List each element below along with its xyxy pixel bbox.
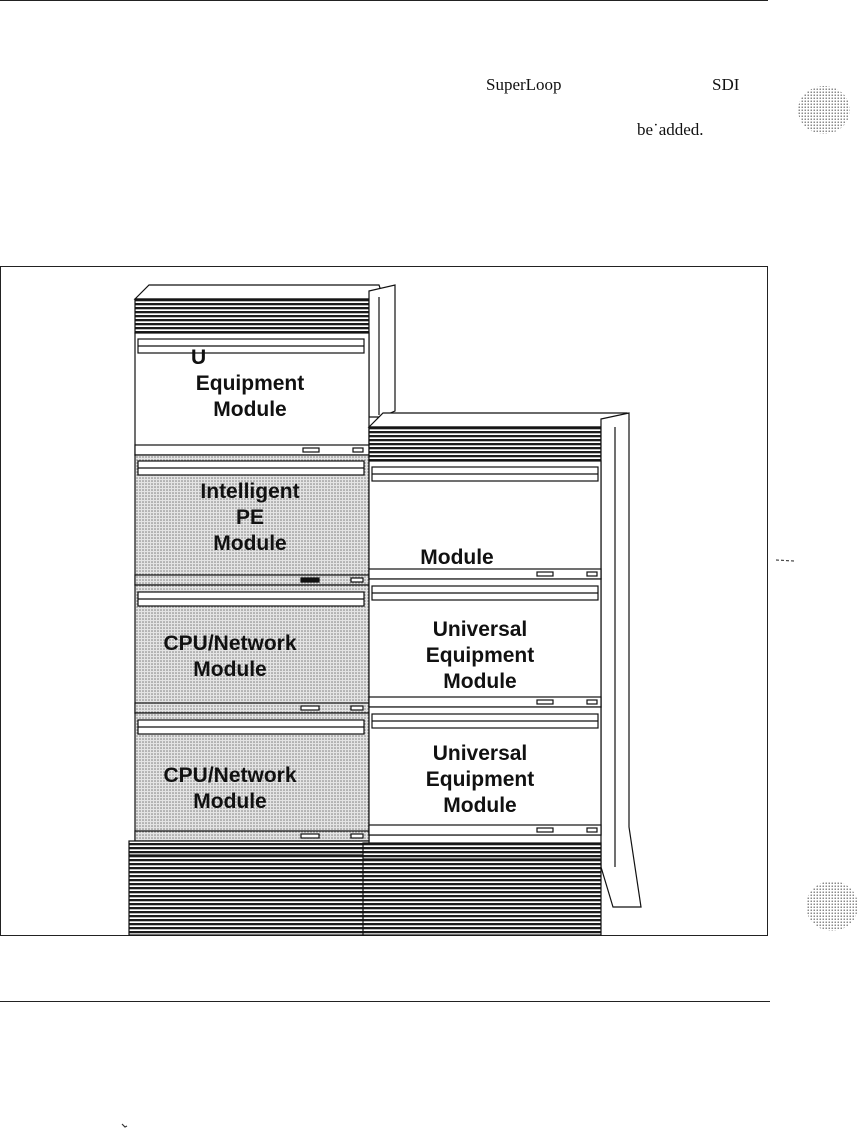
label-universal-1-line1: Universal (432, 618, 528, 641)
label-universal-1-line2: Equipment (425, 644, 535, 667)
label-universal-1-line3: Module (443, 670, 517, 693)
label-universal-module-1: Universal Equipment Module (375, 617, 585, 695)
margin-dot-bottom (806, 881, 858, 931)
text-superloop: SuperLoop (486, 75, 562, 94)
right-side-panel (600, 412, 642, 908)
label-universal-2-line3: Module (443, 794, 517, 817)
left-module-2 (134, 454, 370, 586)
label-universal-2-line1: Universal (432, 742, 528, 765)
margin-dot-top (798, 86, 850, 134)
figure-frame: U Equipment Module Intelligent PE Module… (0, 266, 768, 936)
stray-mark (121, 1123, 128, 1128)
left-top-band (134, 298, 370, 334)
right-base (362, 842, 602, 936)
left-top-lid (133, 284, 382, 300)
left-cabinet (128, 284, 396, 936)
label-universal-2-line2: Equipment (425, 768, 535, 791)
label-cpu-network-2-line1: CPU/Network (163, 764, 297, 787)
label-cpu-network-2-line2: Module (193, 790, 267, 813)
label-intelligent-pe-line3: Module (213, 532, 287, 555)
label-cpu-network-1-line1: CPU/Network (163, 632, 297, 655)
cabinet-diagram (128, 284, 642, 936)
top-rule (0, 0, 768, 1)
right-top-band (368, 426, 602, 462)
label-left-module-1-line2: Equipment (195, 372, 305, 395)
right-cabinet (362, 412, 642, 936)
label-intelligent-pe-line2: PE (235, 506, 264, 529)
label-cpu-network-1-line2: Module (193, 658, 267, 681)
bottom-rule (0, 1001, 770, 1002)
label-cpu-network-module-2: CPU/Network Module (125, 763, 335, 815)
right-top-lid (367, 412, 630, 428)
left-base (128, 840, 370, 936)
label-intelligent-pe-module: Intelligent PE Module (145, 479, 355, 557)
label-left-module-1-line1: U (191, 346, 207, 369)
label-left-module-1: U Equipment Module (145, 345, 355, 423)
text-sdi: SDI (712, 75, 740, 94)
label-right-module-1-line1: Module (420, 546, 494, 569)
text-be-added: be˙added. (637, 120, 704, 139)
label-left-module-1-line3: Module (213, 398, 287, 421)
left-side-panel (368, 284, 396, 418)
label-cpu-network-module-1: CPU/Network Module (125, 631, 335, 683)
label-right-module-1: Module (375, 545, 585, 571)
margin-dash (775, 559, 795, 562)
label-universal-module-2: Universal Equipment Module (375, 741, 585, 819)
label-intelligent-pe-line1: Intelligent (200, 480, 300, 503)
